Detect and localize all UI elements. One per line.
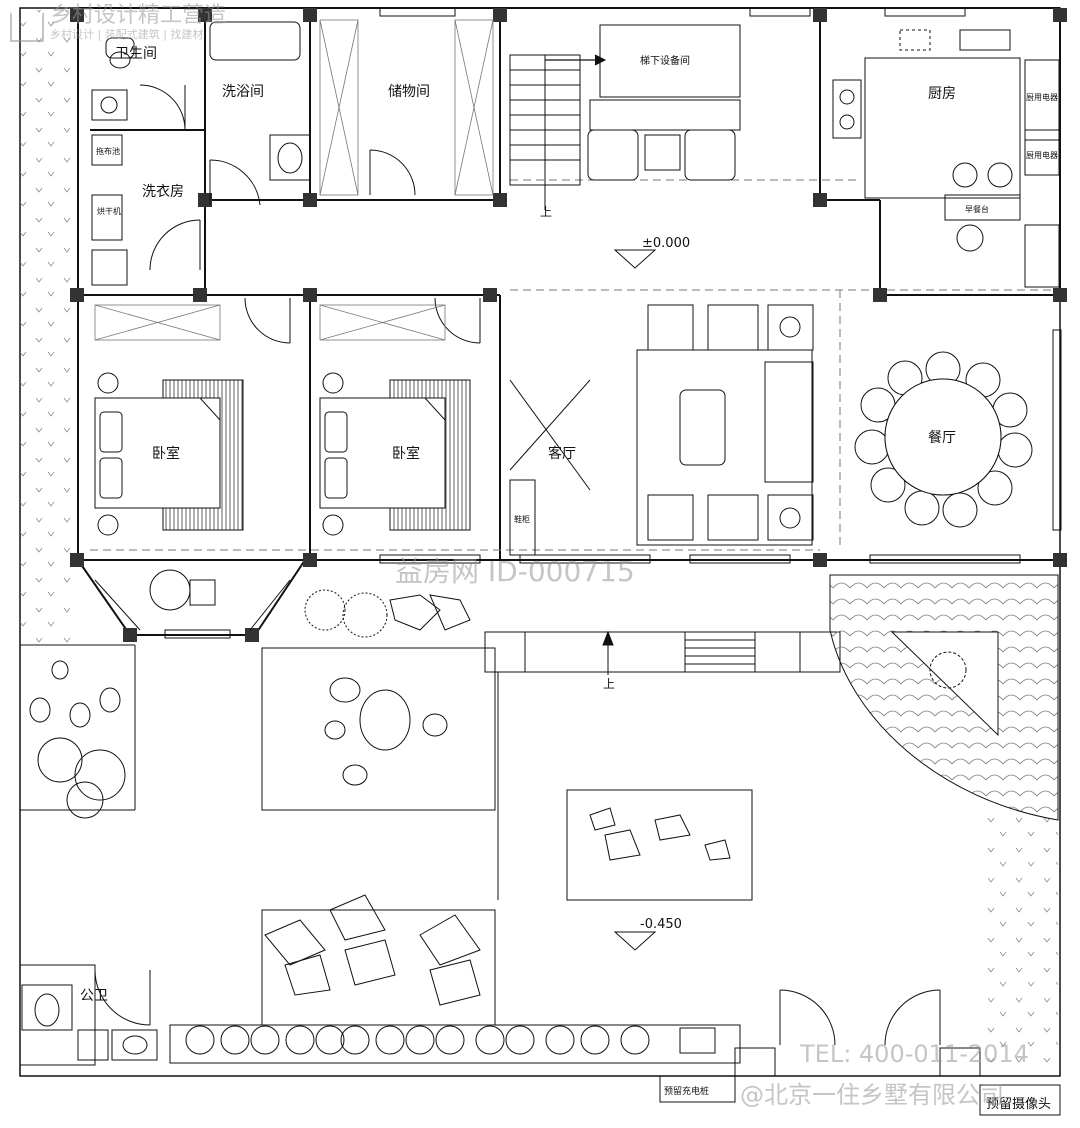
- garden-pond: [829, 574, 1059, 821]
- label-shoe-cabinet: 鞋柜: [514, 514, 530, 524]
- ceiling-lines: [90, 179, 1060, 551]
- label-bedroom-2: 卧室: [392, 445, 420, 462]
- label-bath: 洗浴间: [222, 84, 264, 100]
- site-boundary: [19, 7, 1061, 1077]
- label-dryer: 烘干机: [97, 206, 121, 216]
- dining-table: [854, 351, 1033, 528]
- exterior-walls: [77, 8, 1061, 636]
- label-stair-equipment: 梯下设备间: [640, 54, 690, 67]
- level-markers: [613, 249, 657, 951]
- bay-window-furniture: [94, 569, 291, 631]
- label-laundry: 洗衣房: [142, 184, 184, 200]
- gravel-strip-west: [20, 10, 70, 645]
- label-public-toilet: 公卫: [80, 988, 108, 1004]
- label-storage: 储物间: [388, 84, 430, 100]
- label-breakfast-bar: 早餐台: [965, 204, 989, 214]
- bath-fixtures: [21, 21, 311, 1061]
- level-indoor: ±0.000: [642, 236, 690, 251]
- label-kitchen: 厨房: [928, 86, 956, 102]
- kitchen-fixtures: [832, 29, 1060, 288]
- level-yard: -0.450: [640, 917, 682, 932]
- label-appliance-1: 厨用电器: [1026, 92, 1058, 102]
- structural-columns: [70, 8, 1067, 642]
- interior-walls: [78, 7, 1060, 560]
- up-label-entry: 上: [603, 677, 615, 691]
- equipment-room-furniture: [587, 99, 741, 181]
- label-appliance-2: 厨用电器: [1026, 150, 1058, 160]
- staircase: [509, 24, 741, 205]
- bedroom-2-furniture: [319, 372, 471, 536]
- label-wash-pool: 拖布池: [96, 146, 120, 156]
- gravel-strip-east: [980, 810, 1058, 1072]
- room-labels: 卫生间 洗浴间 储物间 梯下设备间 厨房 洗衣房 拖布池 烘干机 卧室 卧室 客…: [80, 46, 1058, 1112]
- label-toilet: 卫生间: [115, 46, 157, 62]
- living-room-furniture: [509, 304, 814, 556]
- storage-shelves: [94, 19, 494, 341]
- label-dining: 餐厅: [928, 430, 956, 446]
- bedroom-1-furniture: [94, 372, 244, 536]
- label-camera: 预留摄像头: [986, 1097, 1051, 1112]
- label-charger: 预留充电桩: [664, 1085, 709, 1097]
- plants-and-rocks: [29, 589, 967, 1055]
- windows: [164, 7, 1062, 639]
- door-swings: [94, 84, 941, 1046]
- label-living: 客厅: [548, 445, 576, 462]
- label-bedroom-1: 卧室: [152, 445, 180, 462]
- up-label-stairs: 上: [540, 205, 552, 219]
